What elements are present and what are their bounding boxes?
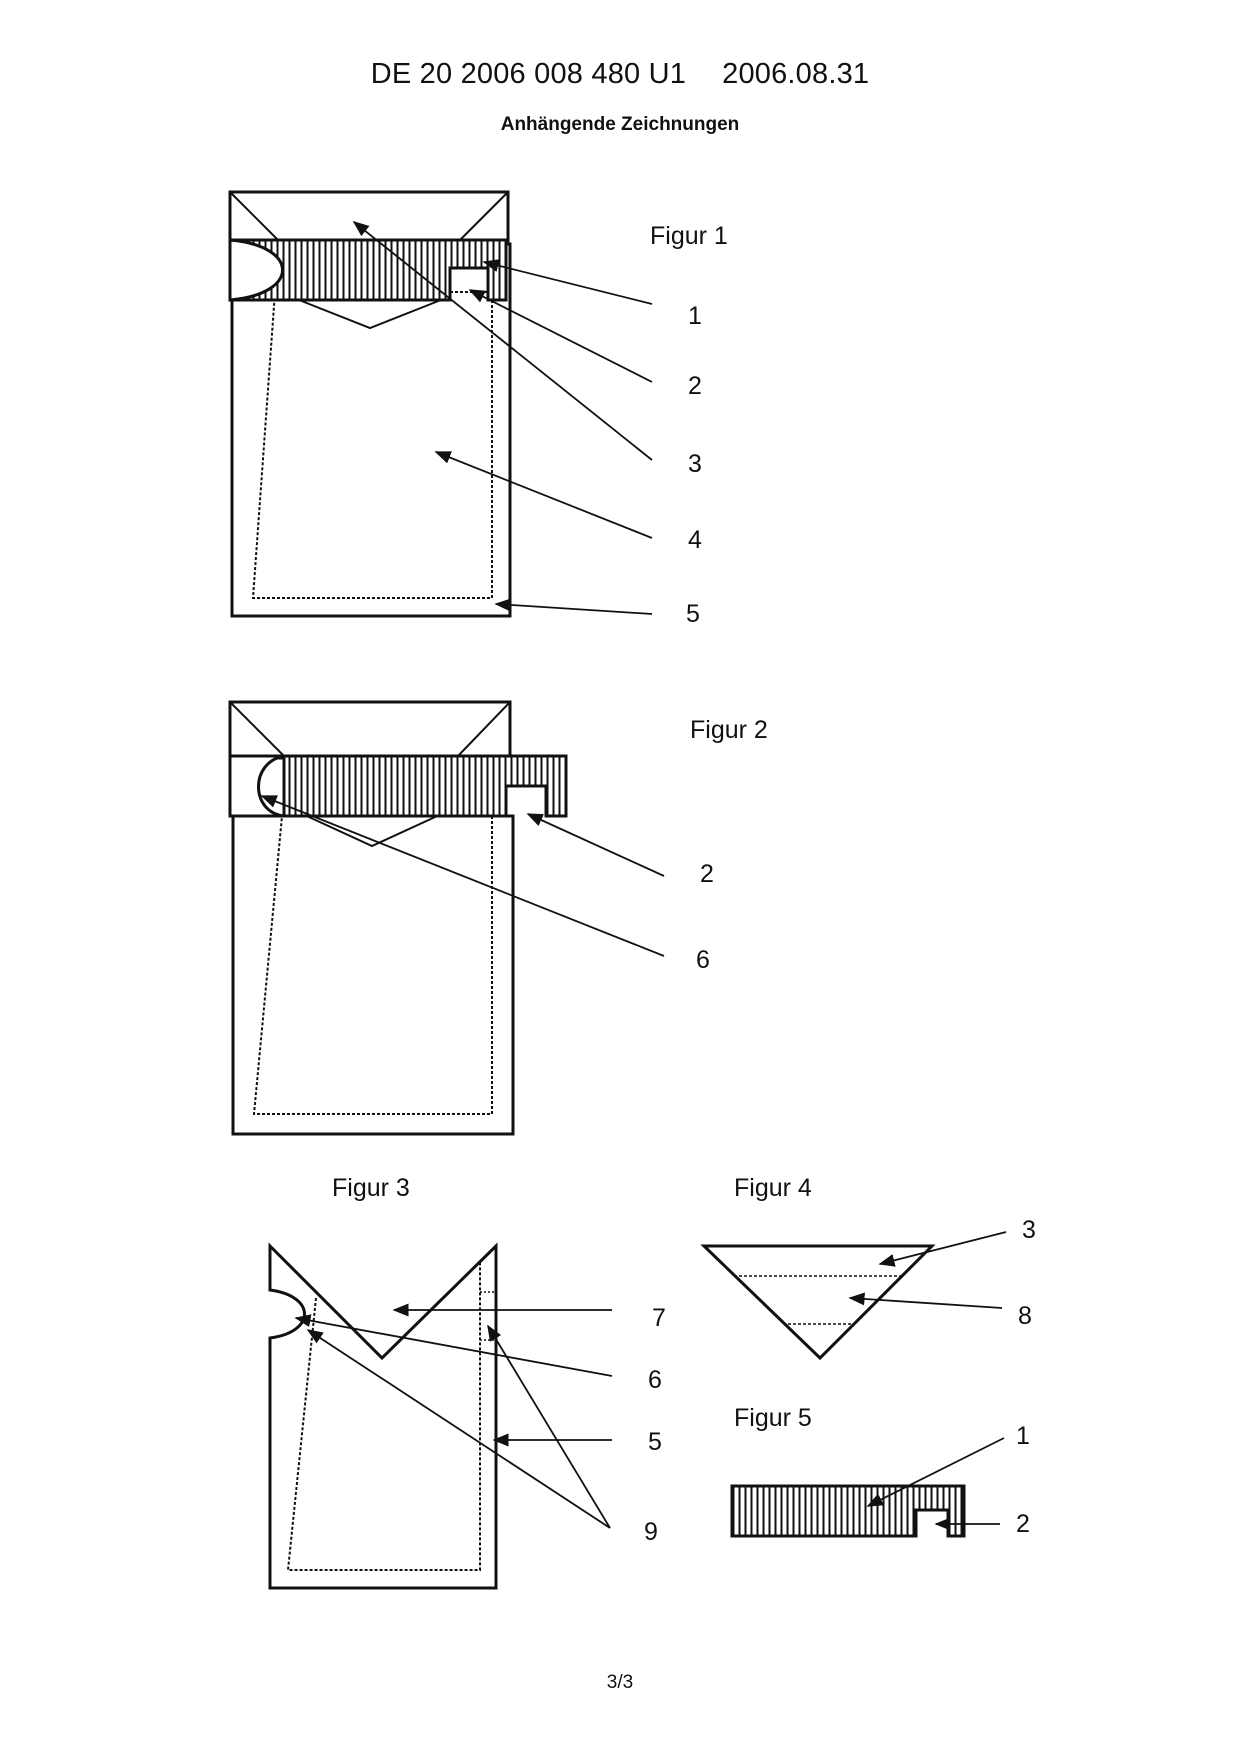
fig1-ref-label: 1 xyxy=(688,302,702,330)
fig1-inner-flap xyxy=(293,297,447,330)
document-date: 2006.08.31 xyxy=(722,58,870,90)
fig3-ref-label: 6 xyxy=(648,1366,662,1394)
fig1-envelope-flap xyxy=(228,190,510,246)
fig5-title: Figur 5 xyxy=(734,1404,812,1432)
fig3-insert-outline xyxy=(286,1262,481,1571)
fig4-ref-label: 3 xyxy=(1022,1216,1036,1244)
fig2-inner-flap xyxy=(297,811,447,848)
fig1-ref-label: 2 xyxy=(688,372,702,400)
fig2-envelope-body xyxy=(231,814,515,1136)
fig4-title: Figur 4 xyxy=(734,1174,812,1202)
figure-1-leaders xyxy=(352,220,653,615)
drawings-subtitle: Anhängende Zeichnungen xyxy=(500,114,740,135)
fig2-envelope-flap xyxy=(228,700,512,760)
fig3-title: Figur 3 xyxy=(332,1174,410,1202)
figure-4 xyxy=(700,1244,936,1361)
figure-5-leaders xyxy=(866,1437,1005,1531)
fig1-semicircle-cutout xyxy=(228,238,284,302)
figure-3-leaders xyxy=(294,1303,613,1529)
fig4-ref-label: 8 xyxy=(1018,1302,1032,1330)
fig2-semicircle-cutout xyxy=(228,754,285,818)
figure-2 xyxy=(228,700,568,1136)
fig3-ref-label: 5 xyxy=(648,1428,662,1456)
fig5-closure-strip xyxy=(730,1484,966,1538)
fig5-ref-label: 1 xyxy=(1016,1422,1030,1450)
fig1-insert-outline xyxy=(251,291,493,599)
figure-1 xyxy=(228,190,512,618)
fig1-ref-label: 4 xyxy=(688,526,702,554)
document-header: DE 20 2006 008 480 U1 2006.08.31 xyxy=(0,58,1240,91)
figure-5 xyxy=(730,1484,966,1538)
fig5-ref-label: 2 xyxy=(1016,1510,1030,1538)
page-number: 3/3 xyxy=(606,1672,634,1693)
fig2-title: Figur 2 xyxy=(690,716,768,744)
fig2-insert-outline xyxy=(252,815,493,1115)
figure-2-leaders xyxy=(260,795,665,957)
fig2-ref-label: 6 xyxy=(696,946,710,974)
fig1-ref-label: 5 xyxy=(686,600,700,628)
figure-4-leaders xyxy=(848,1231,1007,1309)
fig3-ref-label: 7 xyxy=(652,1304,666,1332)
fig1-ref-label: 3 xyxy=(688,450,702,478)
fig3-ref-label: 9 xyxy=(644,1518,658,1546)
fig2-ref-label: 2 xyxy=(700,860,714,888)
figure-3 xyxy=(268,1242,498,1590)
fig4-triangle-flap xyxy=(700,1244,936,1361)
fig2-closure-strip xyxy=(282,754,568,818)
fig3-cut-envelope xyxy=(268,1242,498,1590)
fig1-title: Figur 1 xyxy=(650,222,728,250)
document-number: DE 20 2006 008 480 U1 xyxy=(370,58,687,90)
